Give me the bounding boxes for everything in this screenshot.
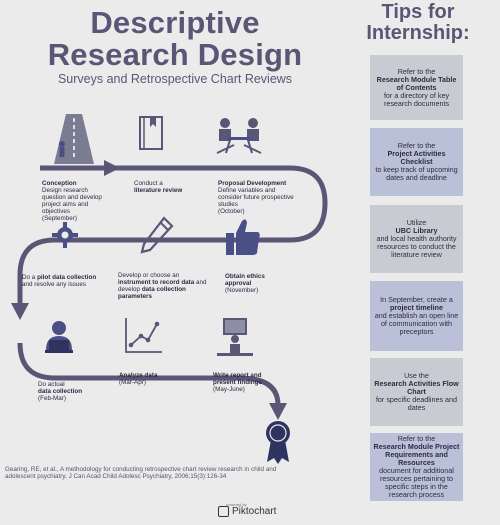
pencil-icon (140, 216, 174, 254)
step-analyze: Analyze data (Mar-Apr) (119, 372, 158, 386)
piktochart-brand[interactable]: powered by Piktochart (218, 502, 277, 517)
arrow-head-2 (11, 303, 29, 320)
line-graph-icon (125, 318, 162, 353)
step-conception: Conception Design research question and … (42, 180, 112, 222)
arrow-head-1 (104, 160, 120, 176)
step-pilot: Do a pilot data collection and resolve a… (22, 274, 97, 288)
arrow-head-3 (269, 403, 287, 420)
meeting-icon (216, 118, 262, 154)
laptop-person-icon (45, 321, 73, 353)
step-ethics: Obtain ethics approval (November) (225, 273, 265, 294)
step-conception-date: (September) (42, 215, 77, 222)
road-person-icon (54, 114, 94, 164)
page-title-line1: Descriptive (90, 5, 260, 40)
piktochart-logo-icon (218, 506, 229, 517)
presenter-icon (217, 318, 253, 356)
gear-icon (52, 222, 78, 248)
step-conception-title: Conception (42, 180, 77, 187)
book-icon (139, 116, 163, 150)
step-write: Write report and present findings (May-J… (213, 372, 262, 393)
step-literature: Conduct a literature review (134, 180, 183, 194)
step-collection: Do actual data collection (Feb-Mar) (38, 381, 83, 402)
powered-by-label: powered by (226, 502, 247, 507)
citation: Gearing, RE, et al., A methodology for c… (5, 466, 277, 480)
brand-name: Piktochart (232, 506, 277, 517)
step-instrument: Develop or choose an instrument to recor… (118, 272, 207, 300)
award-ribbon-icon (266, 421, 290, 464)
page-title-line2: Research Design (47, 37, 303, 72)
step-conception-text: Design research question and develop pro… (42, 187, 102, 215)
flow-path (11, 160, 328, 420)
page-subtitle: Surveys and Retrospective Chart Reviews (57, 72, 293, 86)
step-proposal: Proposal Development Define variables an… (218, 180, 294, 215)
thumbs-up-icon (226, 219, 260, 255)
tips-title: Tips for Internship: (366, 1, 470, 44)
